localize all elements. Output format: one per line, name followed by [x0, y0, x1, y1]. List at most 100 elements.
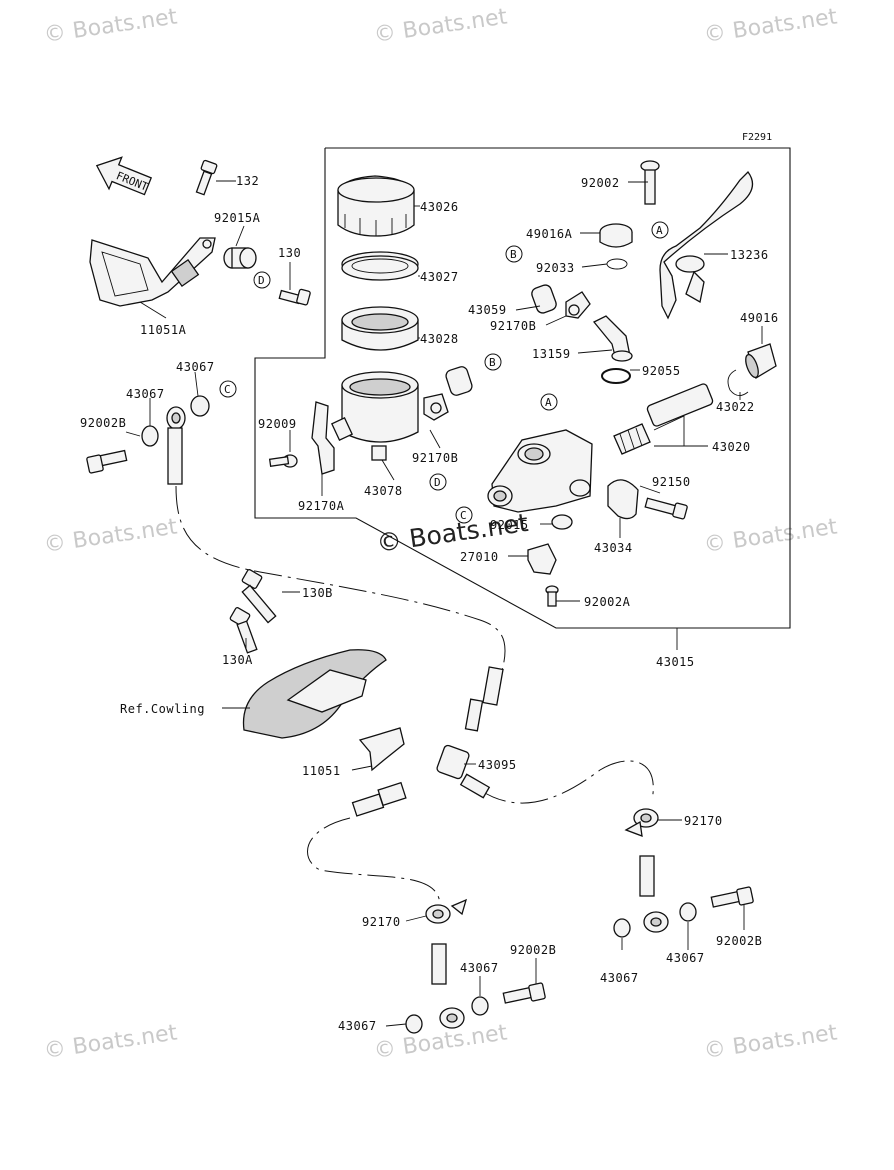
callout-d-reservoir-label: D: [434, 476, 441, 489]
label-ref-cowling: Ref.Cowling: [120, 702, 205, 716]
diaphragm-43028: [341, 306, 419, 351]
screw-92002A: [545, 585, 559, 607]
label-43022: 43022: [716, 400, 755, 414]
label-43028: 43028: [420, 332, 459, 346]
piston-43020: [613, 383, 714, 455]
callout-b-upper: [505, 245, 523, 263]
label-43067-right-a: 43067: [600, 971, 639, 985]
watermark-mid-right: © Boats.net: [702, 514, 839, 557]
label-92002A: 92002A: [584, 595, 631, 609]
callout-c-body: [455, 506, 473, 524]
label-130B: 130B: [302, 586, 333, 600]
label-43027: 43027: [420, 270, 459, 284]
label-43067-right-b: 43067: [666, 951, 705, 965]
banjo-upper-left: [86, 395, 210, 485]
label-13159: 13159: [532, 347, 571, 361]
bolt-130: [278, 288, 311, 306]
callout-a-body-label: A: [545, 396, 552, 409]
label-43067-left-b: 43067: [460, 961, 499, 975]
cowling-ref: [242, 649, 405, 772]
banjo-lower-right: [613, 808, 754, 938]
label-92150: 92150: [652, 475, 691, 489]
label-11051A: 11051A: [140, 323, 187, 337]
boot-49016: [745, 343, 777, 379]
label-92033: 92033: [536, 261, 575, 275]
plate-43027: [341, 251, 419, 281]
label-92170B-upper: 92170B: [490, 319, 536, 333]
joint-43095: [351, 666, 504, 817]
label-11051: 11051: [302, 764, 341, 778]
brake-hose-right: [479, 760, 654, 804]
callout-c-left: [219, 380, 237, 398]
lever-13236: [659, 171, 754, 320]
brake-hose-main: [175, 485, 506, 691]
watermark-center: © Boats.net: [375, 508, 530, 558]
callout-c-left-label: C: [224, 383, 231, 396]
watermark-mid-left: © Boats.net: [42, 514, 179, 557]
label-92009: 92009: [258, 417, 297, 431]
label-43015: 43015: [656, 655, 695, 669]
label-49016A: 49016A: [526, 227, 573, 241]
label-92170A: 92170A: [298, 499, 345, 513]
label-92002: 92002: [581, 176, 620, 190]
label-130: 130: [278, 246, 301, 260]
cap-49016A: [599, 223, 633, 248]
oring-92055: [601, 368, 631, 384]
label-13236: 13236: [730, 248, 769, 262]
label-92015A: 92015A: [214, 211, 261, 225]
master-cylinder-body: [487, 429, 593, 513]
stay-bracket-11051A: [89, 237, 216, 307]
label-92002B-left: 92002B: [510, 943, 556, 957]
bolt-130A: [229, 607, 258, 654]
label-92055: 92055: [642, 364, 681, 378]
bolt-130B: [241, 569, 277, 624]
diagram-code: F2291: [742, 132, 772, 143]
label-43020: 43020: [712, 440, 751, 454]
watermark-top-center: © Boats.net: [372, 4, 509, 47]
label-92015: 92015: [490, 518, 529, 532]
reservoir-cap-43026: [337, 175, 415, 237]
bracket-92170A: [311, 401, 335, 475]
label-43095: 43095: [478, 758, 517, 772]
callouts: A B B C A D D C: [219, 221, 669, 524]
front-arrow: FRONT: [95, 156, 153, 196]
callout-d-reservoir: [429, 473, 447, 491]
bolt-92150: [644, 497, 688, 520]
watermark-top-right: © Boats.net: [702, 4, 839, 47]
collar-92015: [551, 514, 573, 530]
circlip-43022: [727, 369, 749, 396]
label-43067-left-a: 43067: [338, 1019, 377, 1033]
switch-27010: [527, 543, 557, 575]
watermark-bottom-left: © Boats.net: [42, 1020, 179, 1063]
screw-92009: [268, 454, 298, 468]
label-43067-upper-a: 43067: [176, 360, 215, 374]
clamp-92170B-lower: [423, 393, 449, 421]
label-43034: 43034: [594, 541, 633, 555]
label-43026: 43026: [420, 200, 459, 214]
callout-a-lever-label: A: [656, 224, 663, 237]
label-49016: 49016: [740, 311, 779, 325]
watermark-top-left: © Boats.net: [42, 4, 179, 47]
callout-a-body: [540, 393, 558, 411]
circlip-92033: [606, 258, 628, 270]
reservoir-43078: [330, 371, 419, 461]
label-92002B-right: 92002B: [716, 934, 762, 948]
label-92170-right: 92170: [684, 814, 723, 828]
callout-d-bracket: [253, 271, 271, 289]
collar-92015A: [223, 247, 257, 269]
assembly-frame: [254, 147, 791, 629]
label-43059: 43059: [468, 303, 507, 317]
label-132: 132: [236, 174, 259, 188]
front-arrow-icon: [95, 156, 153, 196]
brake-hose-left: [307, 817, 441, 907]
clamp-92170B-upper: [565, 291, 591, 319]
watermark-bottom-right: © Boats.net: [702, 1020, 839, 1063]
label-27010: 27010: [460, 550, 499, 564]
pivot-bolt-92002: [640, 160, 660, 205]
callout-a-lever: [651, 221, 669, 239]
leader-lines: [125, 180, 763, 1027]
callout-d-bracket-label: D: [258, 274, 265, 287]
part-labels: 132 92015A 130 11051A 43026 43027 43028 …: [80, 174, 779, 1033]
label-130A: 130A: [222, 653, 253, 667]
